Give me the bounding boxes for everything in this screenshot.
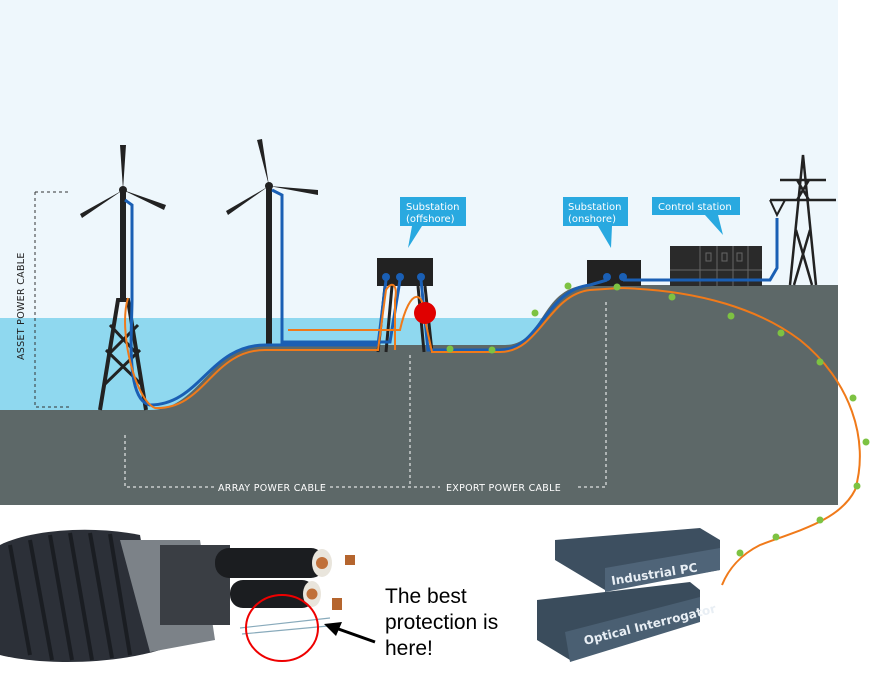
sensor-point bbox=[668, 293, 676, 301]
sensor-point bbox=[816, 358, 824, 366]
industrial-pc: Industrial PC bbox=[555, 528, 720, 592]
transmission-pylon bbox=[769, 154, 836, 286]
fiber-optic-cable bbox=[124, 283, 861, 586]
highlight-circle bbox=[245, 594, 319, 662]
callout-substation-onshore: Substation (onshore) bbox=[563, 197, 628, 248]
arrow-head bbox=[324, 622, 342, 636]
note-line: protection is bbox=[385, 611, 499, 634]
callout-substation-offshore: Substation (offshore) bbox=[400, 197, 466, 248]
sensor-point bbox=[853, 482, 861, 490]
sensor-point bbox=[531, 309, 539, 317]
sensor-point bbox=[777, 329, 785, 337]
sensor-point bbox=[862, 438, 870, 446]
sensor-point bbox=[736, 549, 744, 557]
fault-location-marker bbox=[414, 302, 436, 324]
export-power-cable-label: EXPORT POWER CABLE bbox=[446, 483, 561, 494]
svg-text:Substation: Substation bbox=[568, 202, 621, 213]
asset-power-cable-label: ASSET POWER CABLE bbox=[16, 252, 27, 360]
sensor-point bbox=[772, 533, 780, 541]
fiber-sensors bbox=[446, 282, 870, 557]
sensor-point bbox=[564, 282, 572, 290]
subsea-cable-photo bbox=[0, 508, 370, 673]
sensor-point bbox=[849, 394, 857, 402]
svg-text:Control station: Control station bbox=[658, 202, 732, 213]
sensor-point bbox=[488, 346, 496, 354]
seabed-land bbox=[0, 285, 838, 505]
callout-control-station: Control station bbox=[652, 197, 740, 235]
wind-turbine-1 bbox=[80, 145, 166, 411]
sensor-point bbox=[816, 516, 824, 524]
svg-text:(onshore): (onshore) bbox=[568, 214, 616, 225]
protection-note: The best protection is here! bbox=[385, 584, 498, 662]
array-power-cable-label: ARRAY POWER CABLE bbox=[218, 483, 326, 494]
onshore-substation bbox=[587, 260, 641, 286]
optical-interrogator: Optical Interrogator bbox=[537, 582, 717, 662]
svg-text:(offshore): (offshore) bbox=[406, 214, 455, 225]
cable-extent-lines bbox=[124, 300, 607, 488]
sensor-point bbox=[727, 312, 735, 320]
wind-turbine-2 bbox=[226, 139, 318, 346]
sensor-point bbox=[613, 283, 621, 291]
note-line: The best bbox=[385, 585, 467, 608]
sensor-point bbox=[446, 345, 454, 353]
note-line: here! bbox=[385, 637, 433, 660]
svg-text:Substation: Substation bbox=[406, 202, 459, 213]
